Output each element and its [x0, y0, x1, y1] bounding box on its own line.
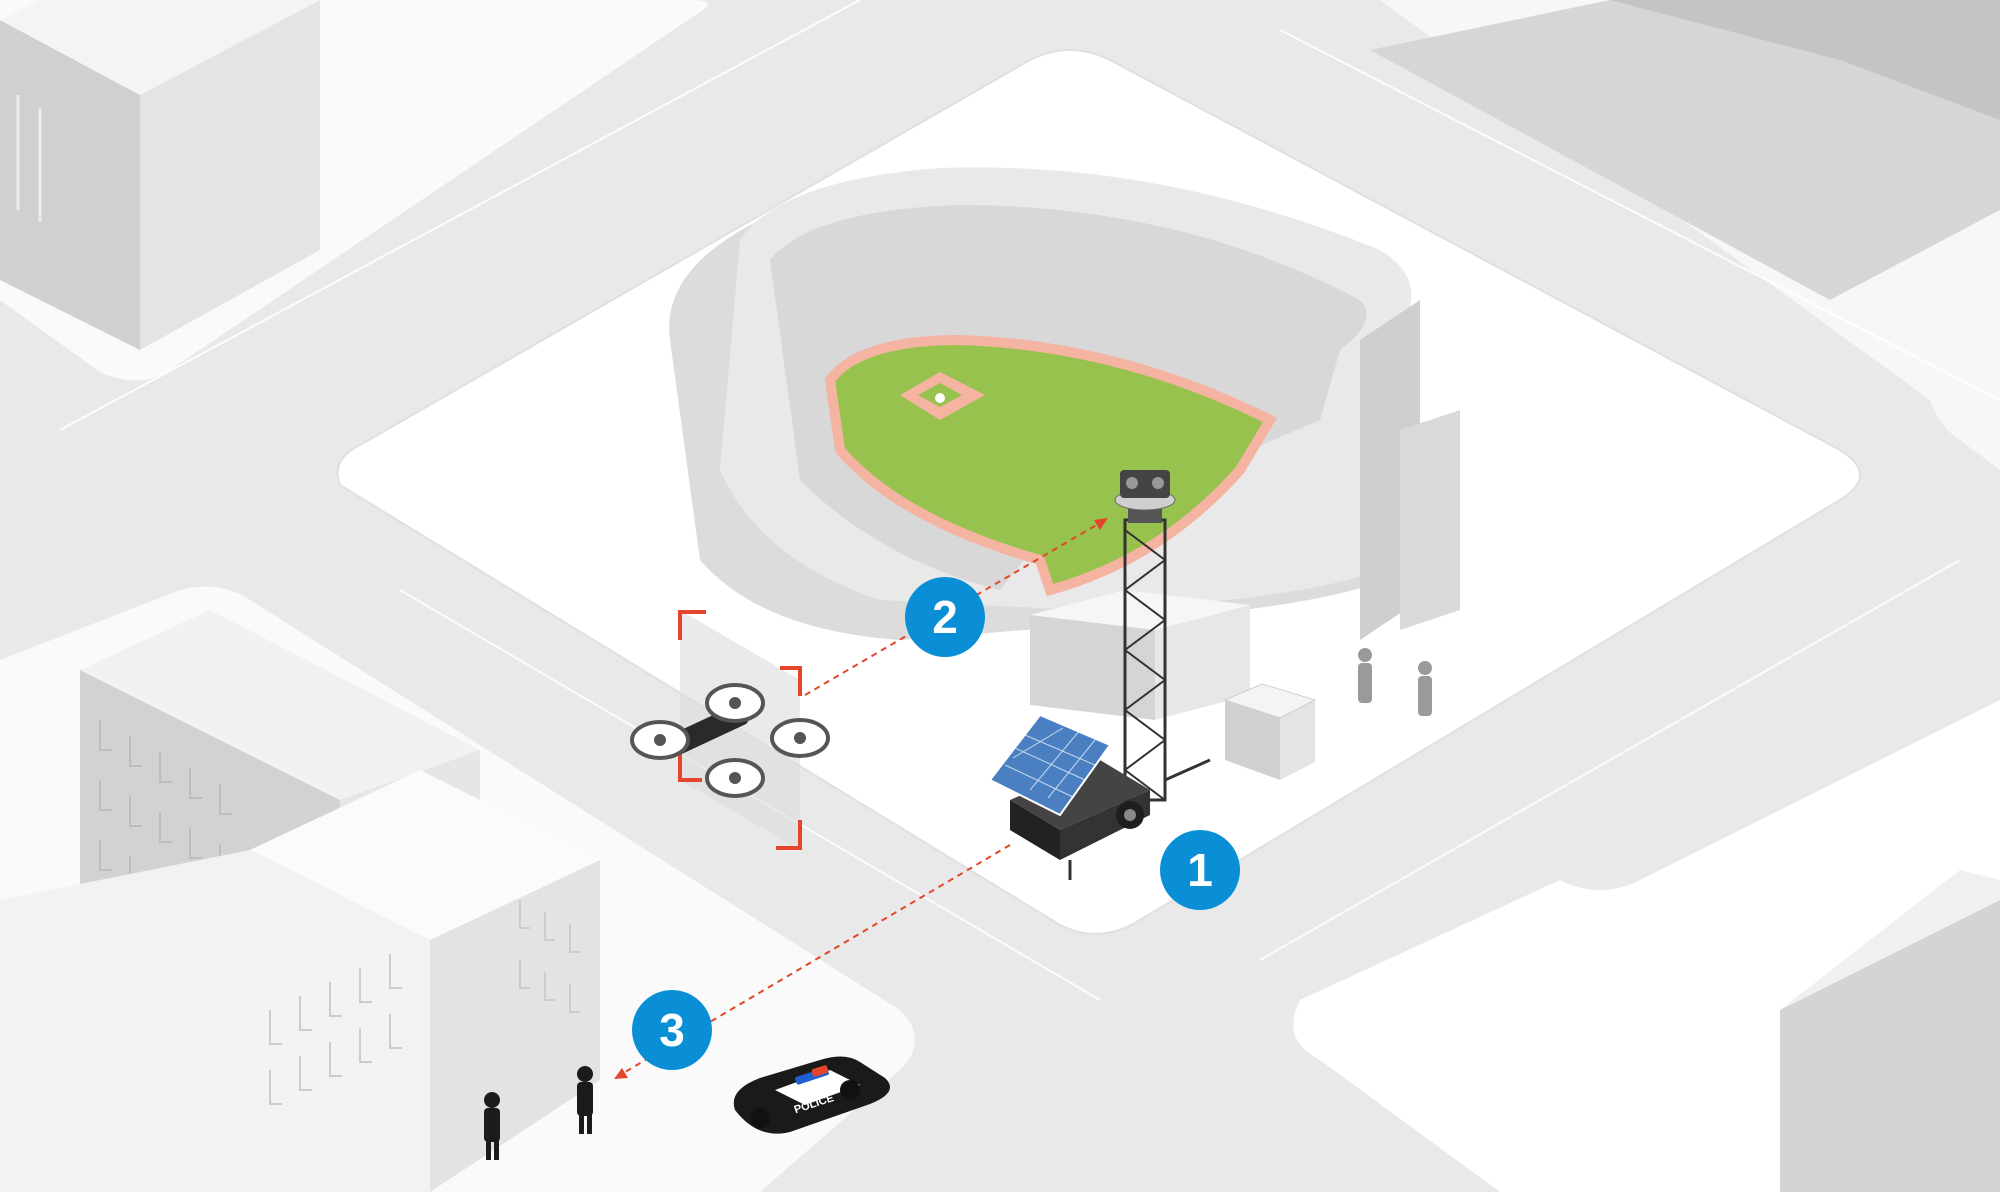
- callout-2[interactable]: 2: [905, 577, 985, 657]
- quadcopter-drone-icon: [630, 610, 830, 850]
- callout-2-label: 2: [932, 591, 958, 643]
- callout-1-label: 1: [1187, 844, 1213, 896]
- callout-3-label: 3: [659, 1004, 685, 1056]
- arrow-heads: [614, 518, 1108, 1079]
- officer-figure-icon: [484, 1066, 593, 1160]
- stadium-annex-building: [1030, 590, 1250, 720]
- drone-to-mast-link: [804, 519, 1106, 696]
- building-top-right: [1370, 0, 2000, 300]
- solar-panel: [988, 713, 1112, 817]
- pedestrian-figure-icon: [1358, 648, 1432, 716]
- arrowhead-mast: [1094, 518, 1108, 530]
- building-bottom-right: [1780, 870, 2000, 1192]
- building-top-left: [0, 0, 320, 350]
- solar-trailer-icon: [988, 713, 1211, 880]
- callout-3[interactable]: 3: [632, 990, 712, 1070]
- callout-1[interactable]: 1: [1160, 830, 1240, 910]
- camera-mast-icon: [1114, 470, 1176, 802]
- arrowhead-officer: [614, 1068, 628, 1079]
- baseball-stadium-icon: [669, 167, 1460, 640]
- police-car-icon: POLICE: [733, 1056, 890, 1134]
- building-bottom-left-front: [0, 770, 600, 1192]
- storage-box: [1223, 683, 1317, 780]
